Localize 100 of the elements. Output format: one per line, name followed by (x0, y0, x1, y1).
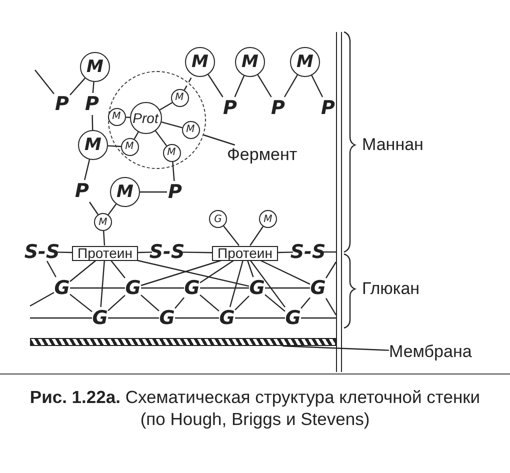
connector-line (137, 260, 250, 287)
connector-line (250, 260, 286, 308)
connector-line (84, 159, 90, 180)
circle-node: M (170, 88, 188, 106)
connector-line (250, 226, 264, 246)
leader-line (325, 298, 337, 316)
bracket-label: Маннан (362, 136, 424, 153)
connector-line (108, 204, 117, 216)
connector-line (229, 260, 244, 308)
figure-caption: Рис. 1.22а. Схематическая структура клеточной стенки (по Hough, Briggs и Stevens) (28, 387, 482, 431)
leader-line (326, 262, 336, 278)
circle-node: M (78, 130, 108, 160)
connector-line (140, 191, 167, 193)
letter-label: G (92, 307, 108, 329)
connector-line (138, 252, 152, 254)
leader-line (282, 345, 390, 351)
letter-label: P (320, 97, 336, 119)
circle-node: M (235, 47, 265, 77)
enzyme-circle (108, 71, 206, 169)
leader-line (204, 134, 236, 146)
connector-line (265, 287, 310, 289)
connector-line (278, 252, 294, 254)
connector-line (174, 297, 184, 309)
connector-line (257, 74, 272, 98)
membrane-bar (30, 338, 336, 346)
connector-line (155, 130, 168, 146)
circle-node: M (108, 108, 126, 126)
letter-label: S-S (27, 243, 57, 261)
protein-circle: Prot (130, 102, 162, 134)
letter-label: G (54, 277, 70, 299)
connector-line (140, 260, 222, 286)
connector-line (56, 252, 72, 254)
connector-line (103, 230, 106, 246)
letter-label: G (219, 307, 235, 329)
circle-node: G (209, 210, 227, 228)
bracket-label: Глюкан (362, 280, 420, 297)
connector-line (311, 75, 324, 98)
letter-label: G (285, 307, 301, 329)
letter-label: P (167, 181, 183, 203)
connector-line (30, 317, 92, 319)
connector-line (126, 116, 130, 118)
leader-line (323, 251, 336, 253)
connector-line (264, 294, 286, 312)
letter-label: P (270, 97, 286, 119)
circle-node: M (94, 213, 112, 231)
connector-line (46, 260, 56, 278)
leader-line (301, 317, 336, 319)
connector-line (110, 260, 126, 278)
connector-line (141, 287, 184, 289)
connector-line (92, 114, 94, 130)
callout-label: Фермент (227, 145, 305, 165)
connector-line (208, 74, 224, 98)
connector-line (161, 122, 182, 128)
dashed-line (184, 74, 194, 90)
connector-line (234, 296, 250, 310)
circle-node: M (259, 210, 277, 228)
connector-line (182, 252, 212, 254)
connector-line (200, 287, 249, 289)
connector-line (172, 162, 175, 182)
connector-line (70, 260, 96, 282)
letter-label: G (184, 277, 200, 299)
connector-line (235, 317, 285, 319)
letter-label: P (54, 93, 70, 115)
connector-line (200, 260, 234, 284)
connector-line (160, 102, 172, 110)
connector-line (134, 132, 139, 140)
connector-line (284, 74, 298, 98)
circle-node: M (290, 47, 320, 77)
connector-line (70, 78, 86, 96)
letter-label: G (125, 277, 141, 299)
connector-line (140, 294, 160, 312)
connector-line (108, 145, 122, 148)
connector-line (92, 82, 94, 94)
circle-node: M (162, 144, 180, 162)
connector-line (108, 317, 159, 319)
connector-line (200, 294, 220, 312)
connector-line (70, 294, 92, 312)
connector-line (223, 226, 240, 246)
connector-line (70, 287, 125, 289)
letter-label: S-S (152, 242, 182, 262)
circle-node: M (80, 52, 110, 82)
letter-label: P (84, 93, 100, 115)
circle-node: M (182, 120, 200, 138)
connector-line (175, 317, 219, 319)
connector-line (300, 297, 310, 309)
wall-line (336, 32, 342, 372)
letter-label: P (74, 180, 90, 202)
letter-label: P (222, 97, 238, 119)
letter-label: G (159, 307, 175, 329)
circle-node: M (185, 47, 215, 77)
letter-label: G (249, 277, 265, 299)
connector-line (30, 292, 54, 307)
connector-line (108, 294, 126, 312)
connector-line (89, 202, 98, 215)
letter-label: S-S (293, 242, 323, 262)
connector-line (247, 260, 254, 278)
protein-box: Протеин (212, 246, 278, 260)
connector-line (260, 260, 310, 285)
connector-line (100, 260, 105, 308)
letter-label: G (310, 277, 326, 299)
